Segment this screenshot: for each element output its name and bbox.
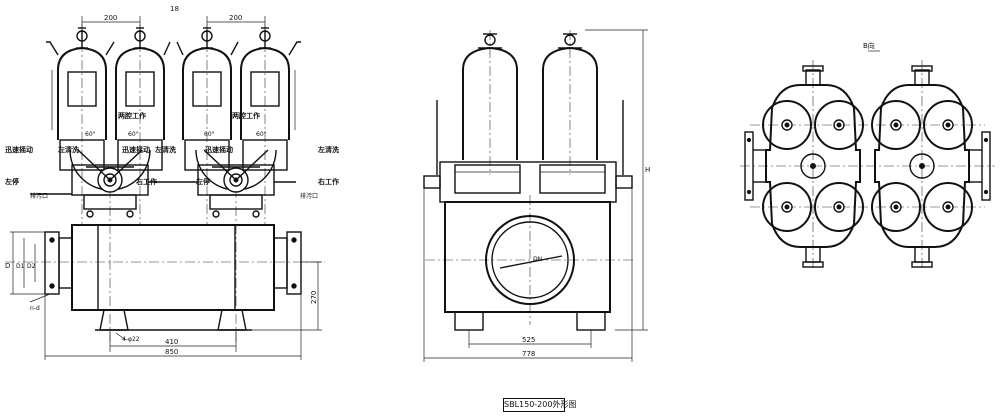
label-quick-right: 迅速摇动: [122, 145, 150, 154]
label-both-work-left: 两腔工作: [118, 111, 146, 120]
operation-labels: 两腔工作 两腔工作 60° 60° 60° 60° 迅速摇动 左清洗 迅速摇动 …: [4, 111, 339, 200]
side-canister-right: [542, 33, 598, 160]
bowl-r3: [871, 182, 921, 232]
dim-bore: DN: [533, 256, 542, 263]
dim-side-overall-width: 778: [522, 350, 535, 358]
dim-d1: D1: [16, 263, 25, 270]
label-left-stop-left: 左停: [4, 177, 19, 186]
label-clean-left-right-2: 左清洗: [317, 145, 339, 154]
bowl-l4: [814, 182, 864, 232]
label-clean-left-right: 左清洗: [154, 145, 176, 154]
dim-side-foot-span: 525: [522, 336, 535, 344]
dim-inlet-height: 270: [310, 291, 318, 304]
main-housing: [44, 224, 302, 331]
top-mark: 18: [170, 5, 179, 13]
label-both-work-right: 两腔工作: [232, 111, 260, 120]
flange-dims: D D1 D2 n-d: [5, 231, 51, 312]
side-view: DN H 525 778: [423, 29, 650, 362]
dim-d: D: [5, 262, 10, 270]
bowl-l2: [814, 100, 864, 150]
label-right-work-right: 右工作: [317, 177, 339, 186]
label-angle-4: 60°: [256, 131, 267, 138]
label-right-work-left: 右工作: [135, 177, 157, 186]
canister-3: [182, 27, 232, 171]
pitch-dims: 200 200: [81, 14, 266, 40]
dim-overall-width: 850: [165, 348, 178, 356]
label-angle-2: 60°: [128, 131, 139, 138]
label-quick-left: 迅速摇动: [5, 145, 33, 154]
bowl-l3: [762, 182, 812, 232]
bowl-r2: [923, 100, 973, 150]
drawing-caption: SBL150-200外形图: [503, 398, 576, 412]
bowl-l1: [762, 100, 812, 150]
front-view: 18 200 200: [4, 5, 339, 360]
canister-1: [57, 27, 107, 171]
dim-pitch-right: 200: [229, 14, 242, 22]
top-view-label: B向: [863, 41, 875, 50]
side-handles: [46, 41, 301, 130]
label-outlet-right: 排污口: [300, 192, 318, 200]
side-canister-left: [462, 33, 518, 160]
label-angle-3: 60°: [204, 131, 215, 138]
canister-2: [115, 27, 165, 171]
label-left-stop-right: 左停: [195, 177, 210, 186]
dim-height: H: [645, 166, 650, 174]
dim-pitch-left: 200: [104, 14, 117, 22]
bottom-dims: 410 4-φ22 850: [44, 294, 302, 360]
top-view: B向: [740, 41, 995, 270]
valve-left: [69, 149, 151, 218]
label-quick-right-2: 迅速摇动: [205, 145, 233, 154]
bowl-r1: [871, 100, 921, 150]
label-clean-left-left: 左清洗: [57, 145, 79, 154]
dim-foot-span: 410: [165, 338, 178, 346]
bowl-r4: [923, 182, 973, 232]
label-outlet-left: 排污口: [30, 192, 48, 200]
label-angle-1: 60°: [85, 131, 96, 138]
canister-4: [240, 27, 290, 171]
dim-foot-holes: 4-φ22: [122, 336, 140, 343]
valve-right: [195, 149, 277, 218]
dim-bolt-holes: n-d: [30, 305, 40, 312]
dim-d2: D2: [27, 263, 36, 270]
